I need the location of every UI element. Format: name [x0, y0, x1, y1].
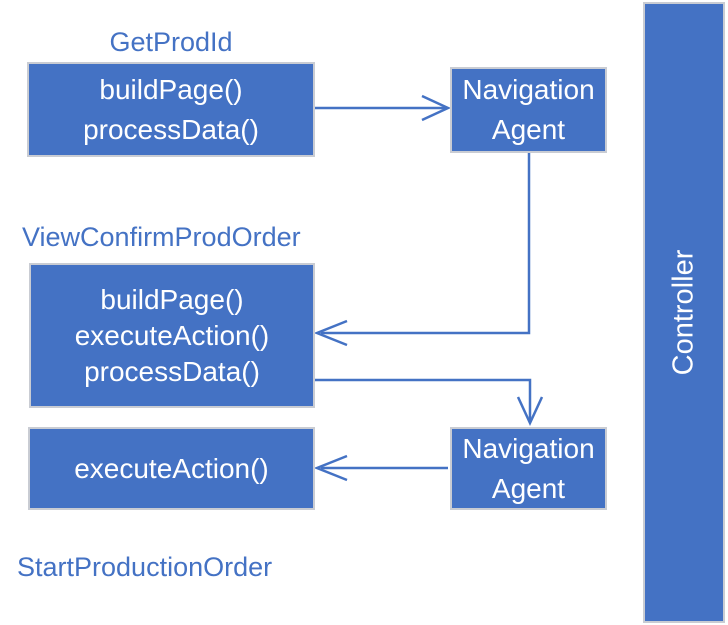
agent-label-line2: Agent: [491, 472, 566, 504]
page-label-startproductionorder: StartProductionOrder: [17, 552, 273, 582]
method-buildpage: buildPage(): [99, 73, 243, 105]
node-controller-bar: Controller: [643, 2, 725, 623]
node-viewconfirmprodorder-methods: buildPage() executeAction() processData(…: [29, 263, 315, 408]
node-startproductionorder-methods: executeAction(): [28, 427, 315, 510]
method-buildpage: buildPage(): [100, 283, 244, 315]
connector-agent1-to-viewconfirm: [321, 153, 531, 335]
page-label-viewconfirmprodorder: ViewConfirmProdOrder: [22, 222, 301, 252]
method-executeaction: executeAction(): [74, 452, 269, 484]
agent-label-line1: Navigation: [462, 74, 595, 105]
arrowhead-left-icon: [313, 319, 348, 347]
method-processdata: processData(): [83, 113, 259, 145]
node-navigation-agent-top: Navigation Agent: [450, 67, 607, 153]
node-navigation-agent-bottom: Navigation Agent: [450, 427, 607, 510]
agent-label-line1: Navigation: [462, 432, 595, 464]
arrowhead-left-icon: [313, 454, 348, 482]
connector-viewconfirm-to-agent2: [315, 378, 532, 420]
method-processdata: processData(): [84, 355, 260, 387]
method-executeaction: executeAction(): [74, 319, 270, 351]
agent-label-line2: Agent: [491, 114, 566, 145]
arrowhead-right-icon: [421, 94, 451, 122]
node-getprodid-methods: buildPage() processData(): [27, 62, 315, 157]
arrowhead-down-icon: [516, 396, 544, 426]
page-label-getprodid: GetProdId: [109, 27, 233, 57]
controller-label: Controller: [667, 249, 700, 376]
